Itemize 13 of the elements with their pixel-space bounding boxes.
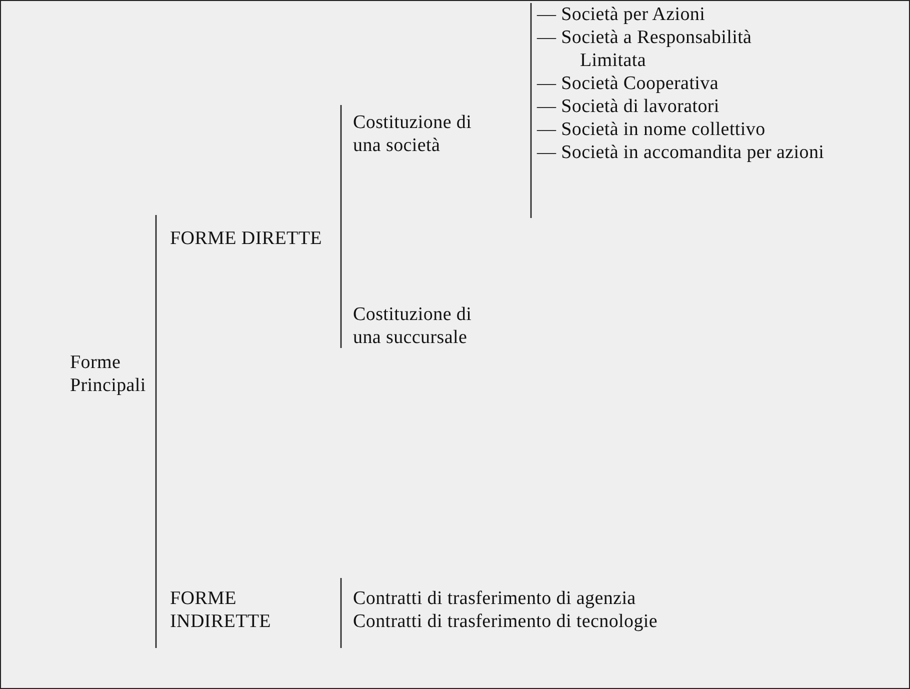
- category-label: FORME INDIRETTE: [170, 587, 272, 633]
- list-item: — Società per Azioni: [537, 3, 706, 26]
- category-label: Costituzione di una società: [353, 111, 473, 157]
- list-item: — Società a Responsabilità Limitata: [537, 26, 753, 72]
- category-label: Forme Principali: [70, 351, 147, 397]
- list-item: — Società in accomandita per azioni: [537, 141, 826, 164]
- category-label: FORME DIRETTE: [170, 227, 323, 250]
- category-label: Costituzione di una succursale: [353, 303, 473, 349]
- list-item: Contratti di trasferimento di tecnologie: [353, 610, 659, 633]
- list-item: — Società in nome collettivo: [537, 118, 766, 141]
- list-item: — Società Cooperativa: [537, 72, 720, 95]
- list-item: Contratti di trasferimento di agenzia: [353, 587, 637, 610]
- list-item: — Società di lavoratori: [537, 95, 720, 118]
